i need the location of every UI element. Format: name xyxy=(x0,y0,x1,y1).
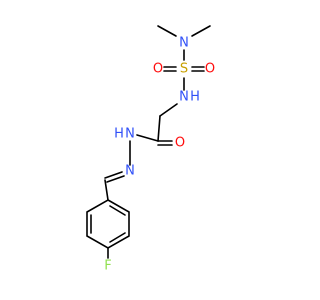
atom-n-dimethyl: N xyxy=(179,36,189,51)
atom-n-amide: N xyxy=(179,90,189,105)
atom-h-amide: H xyxy=(190,90,200,105)
atom-o-right: O xyxy=(205,62,215,77)
atom-n-hydrazide: N xyxy=(125,127,135,142)
bond-nh-ch2 xyxy=(159,103,178,117)
bond-methyl2-n xyxy=(191,25,211,37)
molecule-diagram: N S O O N H O H N N F xyxy=(86,25,215,274)
atom-n-imine: N xyxy=(125,164,135,179)
bond-carbonyl-nh xyxy=(136,134,159,142)
ring-double-1 xyxy=(109,205,126,216)
atom-labels: N S O O N H O H N N F xyxy=(104,36,215,274)
bonds xyxy=(86,25,211,259)
bond-ch2-carbonyl xyxy=(157,115,161,142)
bond-n-ch-b xyxy=(106,175,125,183)
bond-ch-ring xyxy=(104,179,109,201)
bond-n-ch-a xyxy=(104,171,123,179)
atom-f-fluoro: F xyxy=(104,259,111,274)
atom-o-carbonyl: O xyxy=(175,136,185,151)
ring-double-2 xyxy=(109,232,126,243)
benzene-ring xyxy=(86,199,130,249)
atom-h-hydrazide: H xyxy=(114,127,124,142)
atom-o-left: O xyxy=(153,62,163,77)
atom-s-sulfonyl: S xyxy=(180,62,188,77)
bond-methyl1-n xyxy=(157,25,177,37)
